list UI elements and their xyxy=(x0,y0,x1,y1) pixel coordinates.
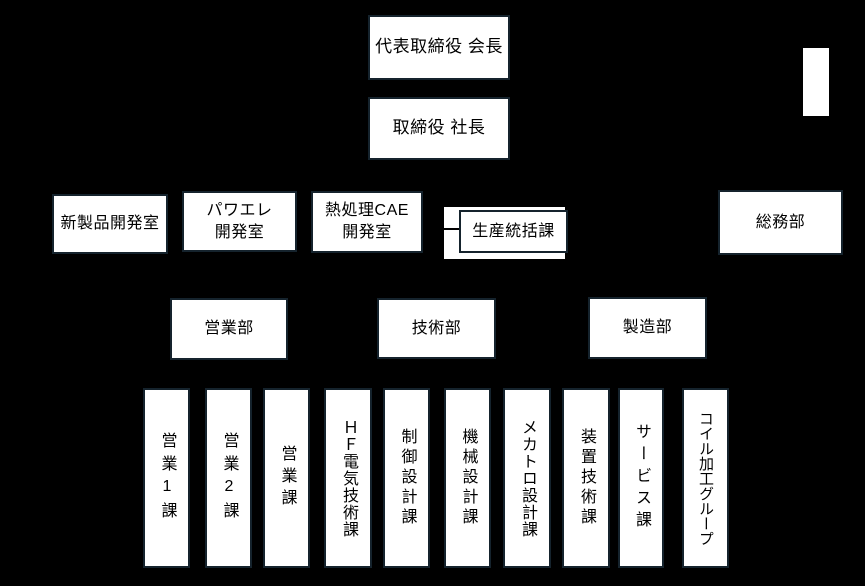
node-equipment-tech-section: 装置技術課 xyxy=(562,388,610,568)
node-heat-treatment-cae-dev-office-label: 熱処理CAE 開発室 xyxy=(325,202,409,241)
node-new-product-dev-office: 新製品開発室 xyxy=(52,194,168,254)
node-sales-section-2-label: 営業2課 xyxy=(220,431,238,525)
node-president: 取締役 社長 xyxy=(368,97,510,160)
node-president-label: 取締役 社長 xyxy=(392,118,486,138)
node-heat-treatment-cae-dev-office: 熱処理CAE 開発室 xyxy=(311,191,423,253)
node-production-control-section: 生産統括課 xyxy=(459,210,568,253)
node-sales-section-1-label: 営業1課 xyxy=(158,431,176,525)
node-service-section-label: サービス課 xyxy=(633,423,650,533)
node-general-affairs-dept: 総務部 xyxy=(718,190,843,255)
node-control-design-section: 制御設計課 xyxy=(383,388,430,568)
node-engineering-dept: 技術部 xyxy=(377,298,496,359)
node-manufacturing-dept-label: 製造部 xyxy=(622,319,673,337)
node-mechanical-design-section: 機械設計課 xyxy=(444,388,491,568)
node-sales-section-1: 営業1課 xyxy=(143,388,190,568)
node-manufacturing-dept: 製造部 xyxy=(588,297,707,359)
node-chairman: 代表取締役 会長 xyxy=(368,15,510,80)
node-chairman-label: 代表取締役 会長 xyxy=(375,37,503,57)
node-mechanical-design-section-label: 機械設計課 xyxy=(459,428,477,528)
node-control-design-section-label: 制御設計課 xyxy=(398,428,416,528)
node-production-control-section-label: 生産統括課 xyxy=(472,222,555,240)
node-service-section: サービス課 xyxy=(618,388,664,568)
node-coil-processing-group-label: コイル加工グループ xyxy=(697,410,714,546)
node-power-electronics-dev-office-label: パワエレ 開発室 xyxy=(206,201,273,241)
node-sales-section-label: 営業課 xyxy=(278,445,296,511)
node-mechatronics-design-section-label: メカトロ設計課 xyxy=(519,418,536,538)
connector-production-control xyxy=(443,228,460,230)
node-sales-dept: 営業部 xyxy=(170,298,288,360)
white-marker-rectangle xyxy=(803,48,829,116)
node-coil-processing-group: コイル加工グループ xyxy=(682,388,729,568)
node-sales-dept-label: 営業部 xyxy=(204,320,254,338)
node-sales-section: 営業課 xyxy=(263,388,310,568)
node-sales-section-2: 営業2課 xyxy=(205,388,252,568)
node-power-electronics-dev-office: パワエレ 開発室 xyxy=(182,191,297,252)
node-hf-electric-tech-section-label: ＨＦ電気技術課 xyxy=(340,418,357,538)
node-new-product-dev-office-label: 新製品開発室 xyxy=(60,215,160,233)
node-equipment-tech-section-label: 装置技術課 xyxy=(578,428,595,528)
node-hf-electric-tech-section: ＨＦ電気技術課 xyxy=(324,388,372,568)
node-engineering-dept-label: 技術部 xyxy=(411,319,462,337)
node-mechatronics-design-section: メカトロ設計課 xyxy=(503,388,551,568)
node-general-affairs-dept-label: 総務部 xyxy=(755,213,806,231)
